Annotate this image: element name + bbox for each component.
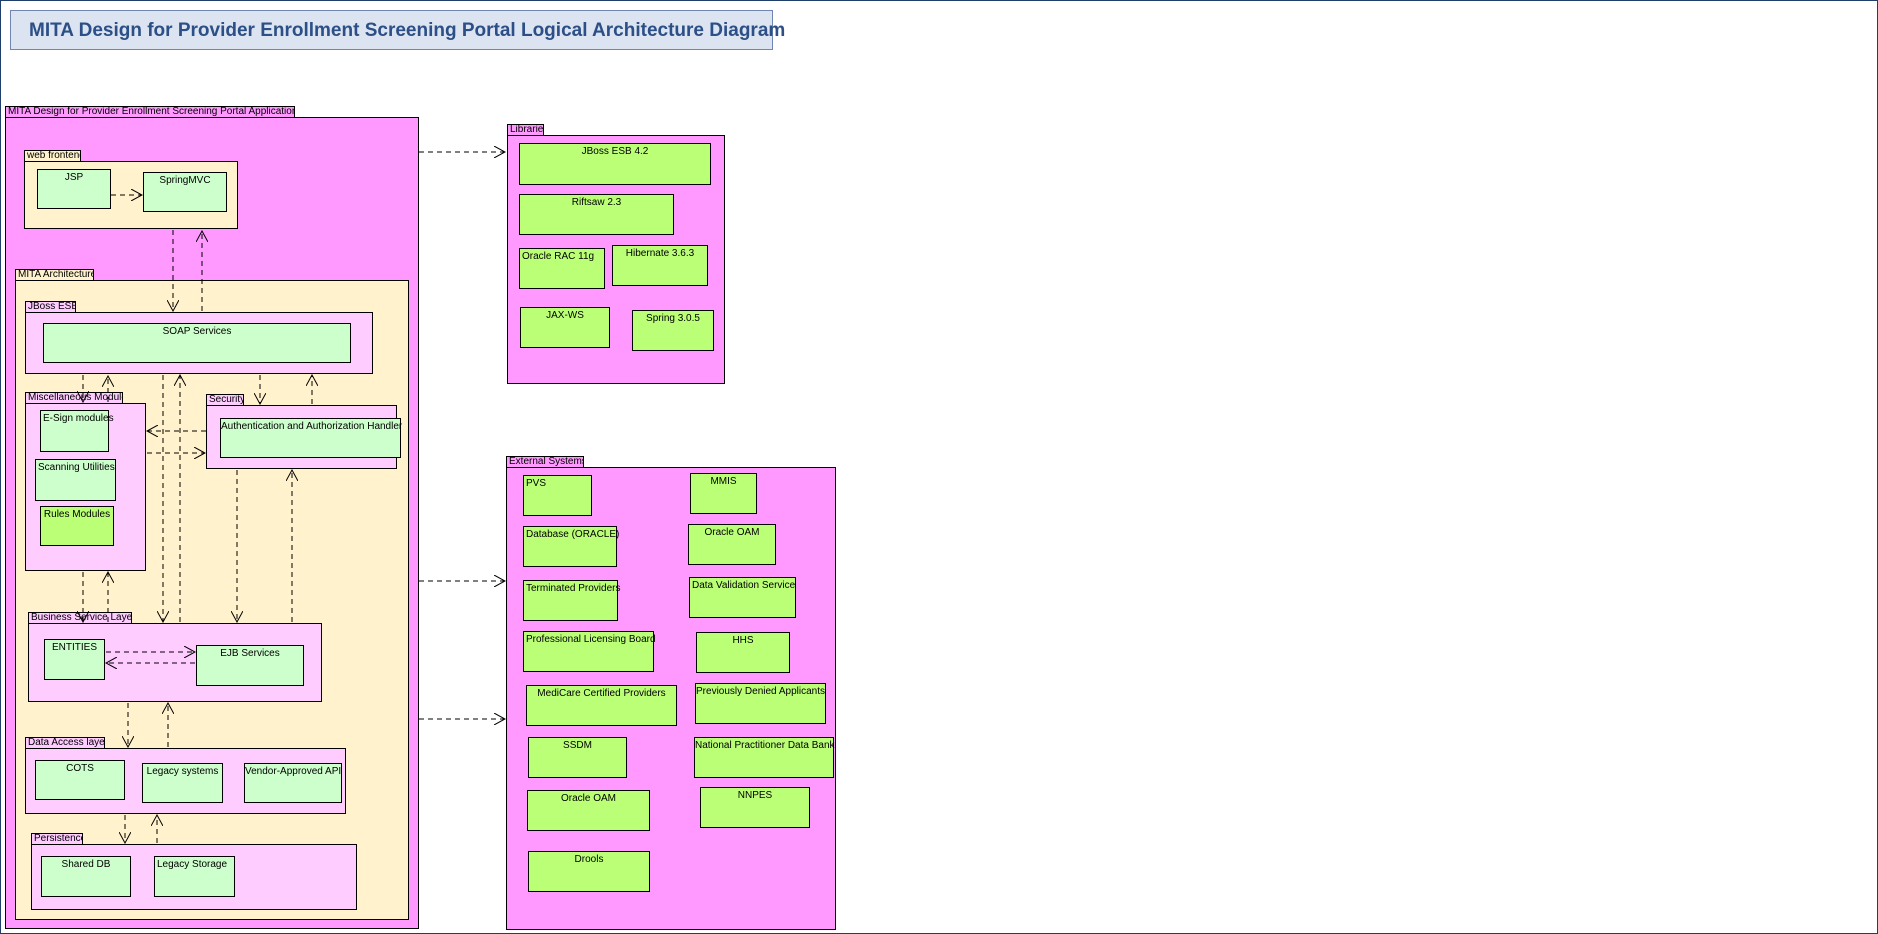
diagram-title: MITA Design for Provider Enrollment Scre… xyxy=(29,20,786,41)
lib-oracle-rac: Oracle RAC 11g xyxy=(519,248,605,289)
legacy-systems-component: Legacy systems xyxy=(142,763,223,803)
ext-terminated-providers: Terminated Providers xyxy=(523,580,620,621)
ext-mmis: MMIS xyxy=(690,473,757,514)
springmvc-component: SpringMVC xyxy=(143,172,227,212)
ext-pvs: PVS xyxy=(523,475,592,516)
legacy-storage-component: Legacy Storage xyxy=(154,856,235,897)
ext-database-oracle: Database (ORACLE) xyxy=(523,526,619,567)
lib-riftsaw: Riftsaw 2.3 xyxy=(519,194,674,235)
rules-modules-component: Rules Modules xyxy=(40,506,114,546)
lib-jboss-esb: JBoss ESB 4.2 xyxy=(519,143,711,185)
diagram-title-box: MITA Design for Provider Enrollment Scre… xyxy=(10,10,785,50)
ext-hhs: HHS xyxy=(696,632,790,673)
lib-spring: Spring 3.0.5 xyxy=(632,310,714,351)
lib-hibernate: Hibernate 3.6.3 xyxy=(612,245,708,286)
ext-oracle-oam-2: Oracle OAM xyxy=(527,790,650,831)
auth-handler-component: Authentication and Authorization Handler xyxy=(220,418,402,458)
entities-component: ENTITIES xyxy=(44,639,105,680)
ext-ssdm: SSDM xyxy=(528,737,627,778)
ext-oracle-oam-1: Oracle OAM xyxy=(688,524,776,565)
ext-nnpes: NNPES xyxy=(700,787,810,828)
shared-db-component: Shared DB xyxy=(41,856,131,897)
scanning-utilities-component: Scanning Utilities xyxy=(35,459,116,501)
ext-drools: Drools xyxy=(528,851,650,892)
soap-services-component: SOAP Services xyxy=(43,323,351,363)
lib-jax-ws: JAX-WS xyxy=(520,307,610,348)
vendor-api-component: Vendor-Approved API xyxy=(244,763,342,803)
jsp-component: JSP xyxy=(37,169,111,209)
ext-data-validation: Data Validation Service xyxy=(689,577,796,618)
ext-npdb: National Practitioner Data Bank xyxy=(694,737,835,778)
ejb-services-component: EJB Services xyxy=(196,645,304,686)
esign-component: E-Sign modules xyxy=(40,410,114,452)
ext-medicare-providers: MediCare Certified Providers xyxy=(526,685,677,726)
ext-denied-applicants: Previously Denied Applicants xyxy=(695,683,826,724)
cots-component: COTS xyxy=(35,760,125,800)
ext-licensing-board: Professional Licensing Board xyxy=(523,631,656,672)
